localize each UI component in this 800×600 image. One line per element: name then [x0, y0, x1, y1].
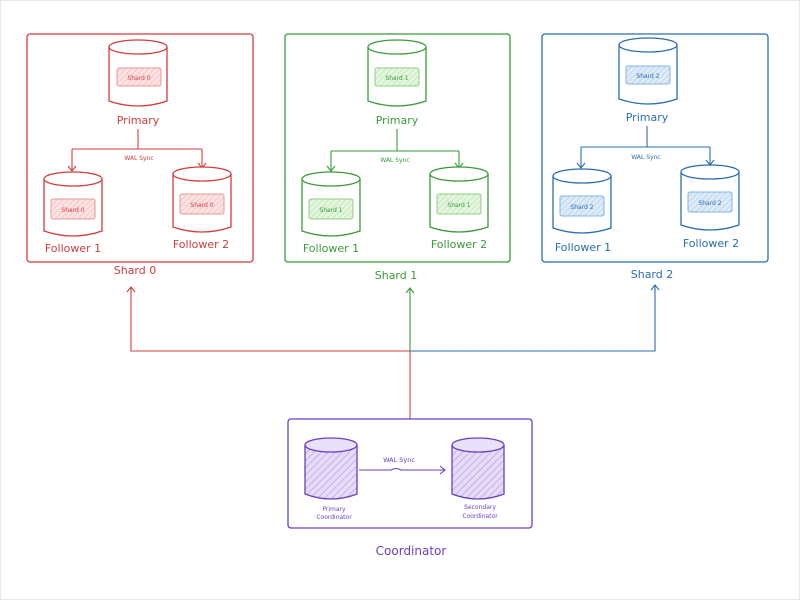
coordinator-wal-arrow [359, 467, 445, 471]
secondary-coordinator-label-line2: Coordinator [462, 513, 498, 520]
shard-2-follower-2-label: Follower 2 [683, 237, 739, 250]
shard-2-primary-label: Primary [626, 111, 669, 124]
shard-0-primary-db-label: Shard 0 [127, 75, 150, 82]
shard-0-wal-connector [72, 129, 202, 150]
shard-1-primary-db-label: Shard 1 [385, 75, 408, 82]
shard-1-follower-2-db-label: Shard 1 [447, 202, 470, 209]
shard-0-primary-label: Primary [117, 114, 160, 127]
shard-0-title: Shard 0 [114, 264, 157, 277]
shard-2-wal-label: WAL Sync [631, 154, 660, 161]
shard-2-follower-1-label: Follower 1 [555, 241, 611, 254]
shard-0-follower-1-db-label: Shard 0 [61, 207, 84, 214]
shard-0-follower-2-label: Follower 2 [173, 238, 229, 251]
coordinator-wal-label: WAL Sync [383, 456, 415, 464]
route-to-shard-0 [130, 287, 410, 352]
primary-coordinator-db-icon [304, 437, 358, 500]
shard-0-group: Shard 0 Primary WAL Sync Shard 0 Followe… [26, 33, 254, 263]
shard-2-wal-connector [581, 126, 710, 148]
shard-0-follower-1-label: Follower 1 [45, 242, 101, 255]
primary-coordinator-label-line2: Coordinator [316, 514, 352, 521]
shard-0-follower-2-db-label: Shard 0 [190, 202, 213, 209]
shard-1-box [284, 33, 511, 263]
shard-1-primary-db-icon: Shard 1 [367, 39, 427, 107]
coordinator-box [287, 418, 533, 529]
shard-1-follower-2-label: Follower 2 [431, 238, 487, 251]
primary-coordinator-label-line1: Primary [322, 506, 346, 513]
shard-1-follower-2-db-icon: Shard 1 [429, 166, 489, 233]
shard-2-follower-2-db-label: Shard 2 [698, 200, 721, 207]
shard-2-follower-2-db-icon: Shard 2 [680, 164, 740, 231]
secondary-coordinator-db-icon [451, 437, 505, 500]
shard-0-primary-db-icon: Shard 0 [108, 39, 168, 107]
coordinator-title: Coordinator [376, 544, 447, 558]
shard-1-follower-1-db-icon: Shard 1 [301, 171, 361, 237]
coordinator-routing [126, 284, 660, 419]
shard-1-wal-connector [331, 129, 459, 152]
shard-1-follower-1-label: Follower 1 [303, 242, 359, 255]
shard-0-wal-label: WAL Sync [124, 155, 153, 162]
shard-1-title: Shard 1 [375, 269, 418, 282]
coordinator-group: Primary Coordinator WAL Sync Secondary C… [287, 418, 533, 529]
shard-2-follower-1-db-icon: Shard 2 [552, 168, 612, 234]
shard-2-follower-1-db-label: Shard 2 [570, 204, 593, 211]
shard-0-box [26, 33, 254, 263]
shard-1-wal-label: WAL Sync [380, 157, 409, 164]
route-to-shard-2 [410, 285, 656, 352]
shard-2-group: Shard 2 Primary WAL Sync Shard 2 Followe… [541, 33, 769, 263]
shard-2-box [541, 33, 769, 263]
shard-2-primary-db-icon: Shard 2 [618, 37, 678, 105]
shard-1-group: Shard 1 Primary WAL Sync Shard 1 Followe… [284, 33, 511, 263]
shard-2-title: Shard 2 [631, 268, 674, 281]
shard-0-follower-1-db-icon: Shard 0 [43, 171, 103, 237]
shard-1-follower-1-db-label: Shard 1 [319, 207, 342, 214]
shard-1-primary-label: Primary [376, 114, 419, 127]
shard-2-primary-db-label: Shard 2 [636, 73, 659, 80]
secondary-coordinator-label-line1: Secondary [464, 504, 496, 511]
shard-0-follower-2-db-icon: Shard 0 [172, 166, 232, 233]
